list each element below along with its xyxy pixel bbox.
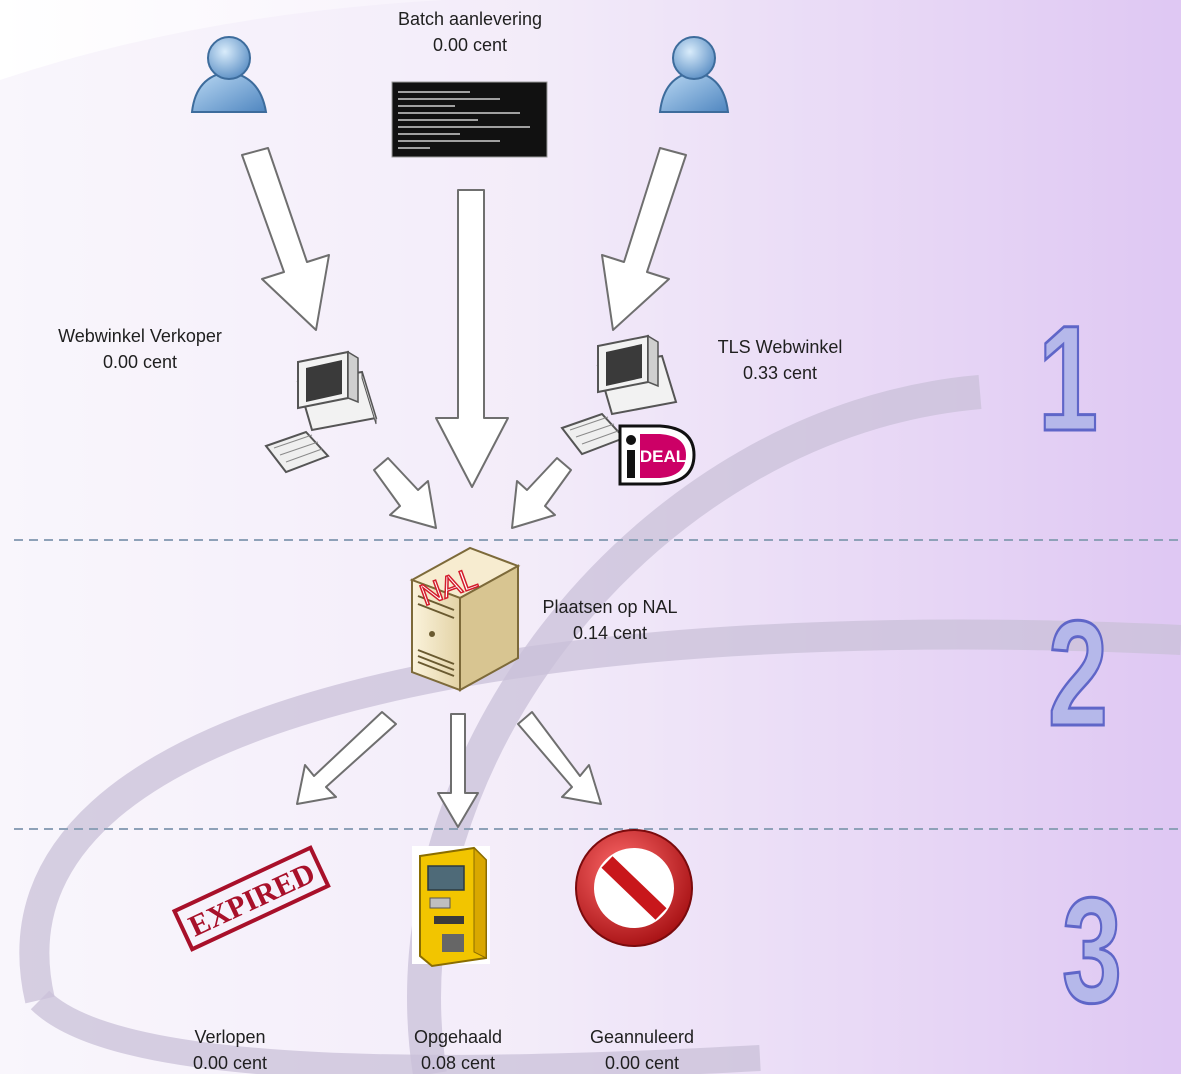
user-icon	[190, 36, 268, 113]
webshop-seller-label: Webwinkel Verkoper 0.00 cent	[20, 323, 260, 375]
cancel-icon	[575, 829, 693, 947]
pickup-kiosk-icon	[412, 846, 490, 968]
stage-number: 1	[1038, 295, 1098, 463]
webshop-seller-cost: 0.00 cent	[102, 352, 178, 372]
server-title: Plaatsen op NAL	[542, 597, 678, 617]
outcome-cost: 0.00 cent	[192, 1053, 268, 1073]
tls-webshop-label: TLS Webwinkel 0.33 cent	[680, 334, 880, 386]
ideal-logo-icon	[618, 424, 696, 486]
outcome-picked-up-label: Opgehaald 0.08 cent	[383, 1024, 533, 1074]
terminal-screen-icon	[391, 81, 548, 158]
server-label: Plaatsen op NAL 0.14 cent	[510, 594, 710, 646]
server-cost: 0.14 cent	[572, 623, 648, 643]
tls-webshop-title: TLS Webwinkel	[717, 337, 843, 357]
arrow	[511, 457, 572, 529]
outcome-title: Geannuleerd	[589, 1027, 695, 1047]
webshop-seller-title: Webwinkel Verkoper	[58, 326, 222, 346]
arrow	[241, 147, 330, 331]
arrow	[435, 189, 509, 488]
arrow	[601, 147, 687, 331]
tls-webshop-cost: 0.33 cent	[742, 363, 818, 383]
arrow	[517, 711, 602, 805]
stage-number: 2	[1048, 590, 1108, 758]
outcome-title: Opgehaald	[413, 1027, 503, 1047]
computer-icon	[264, 350, 378, 474]
user-icon	[658, 36, 730, 113]
arrow	[437, 713, 479, 828]
outcome-title: Verlopen	[194, 1027, 266, 1047]
ideal-badge-label: DEAL	[640, 447, 686, 466]
server-icon	[409, 546, 521, 692]
outcome-expired-label: Verlopen 0.00 cent	[150, 1024, 310, 1074]
outcome-cost: 0.00 cent	[604, 1053, 680, 1073]
batch-cost: 0.00 cent	[432, 35, 508, 55]
outcome-cost: 0.08 cent	[420, 1053, 496, 1073]
stage-number: 3	[1062, 867, 1122, 1035]
arrow	[296, 711, 397, 805]
outcome-cancelled-label: Geannuleerd 0.00 cent	[562, 1024, 722, 1074]
batch-label: Batch aanlevering 0.00 cent	[355, 6, 585, 58]
arrow	[373, 457, 437, 529]
batch-title: Batch aanlevering	[397, 9, 543, 29]
